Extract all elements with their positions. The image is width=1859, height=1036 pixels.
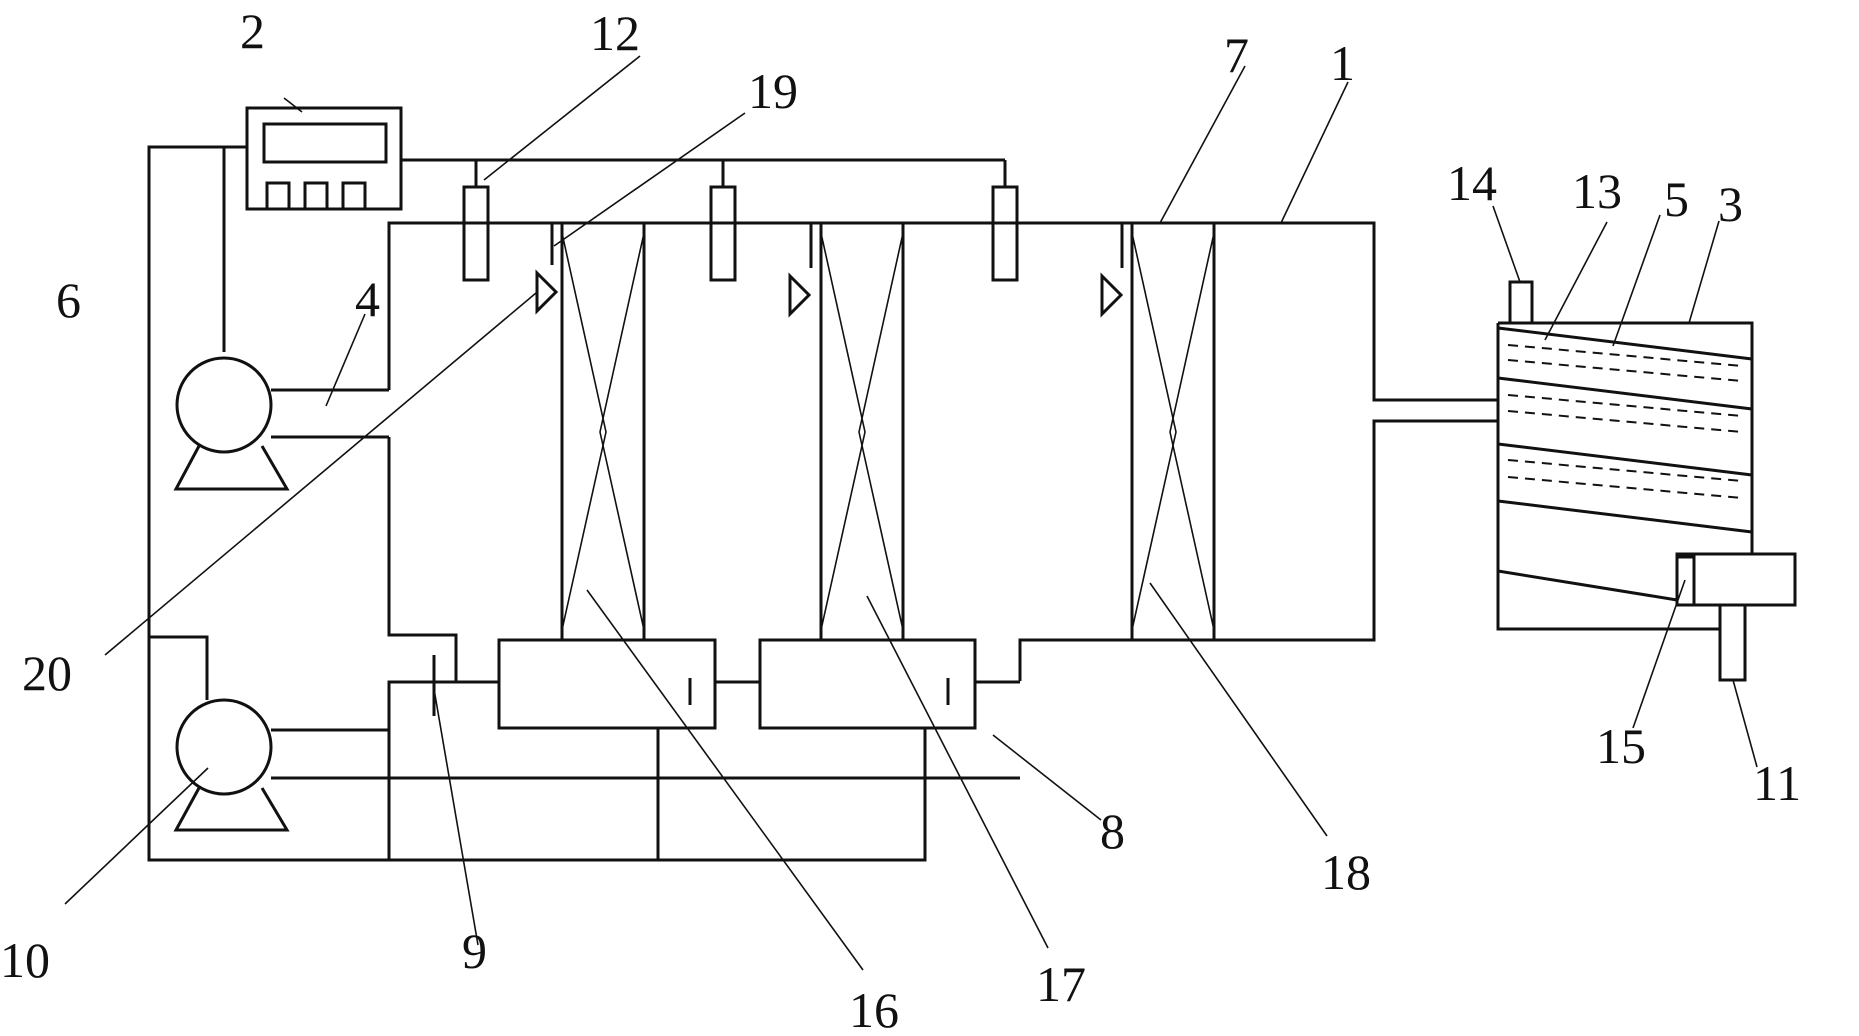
label-3: 3 — [1718, 176, 1743, 232]
callout-labels: 1 2 3 4 5 6 7 8 9 10 11 12 13 14 15 16 1… — [0, 3, 1801, 1036]
controller-box — [245, 106, 403, 211]
label-5: 5 — [1664, 171, 1689, 227]
label-20: 20 — [22, 645, 72, 701]
inlet-pump — [173, 356, 290, 491]
label-16: 16 — [849, 982, 899, 1036]
label-11: 11 — [1753, 755, 1801, 811]
label-1: 1 — [1330, 35, 1355, 91]
label-8: 8 — [1100, 803, 1125, 859]
label-9: 9 — [462, 923, 487, 979]
settling-tank — [1496, 280, 1797, 682]
label-14: 14 — [1447, 155, 1497, 211]
label-19: 19 — [748, 63, 798, 119]
label-7: 7 — [1224, 27, 1249, 83]
label-15: 15 — [1596, 718, 1646, 774]
label-12: 12 — [590, 5, 640, 61]
main-tank — [387, 221, 1498, 682]
membrane-module-3 — [1100, 223, 1216, 640]
label-13: 13 — [1572, 163, 1622, 219]
label-2: 2 — [240, 3, 265, 59]
sensor-probes — [462, 185, 1019, 282]
label-17: 17 — [1036, 956, 1086, 1012]
membrane-module-2 — [788, 223, 905, 640]
sludge-pump — [149, 635, 1020, 832]
label-10: 10 — [0, 932, 50, 988]
label-18: 18 — [1321, 844, 1371, 900]
label-6: 6 — [56, 272, 81, 328]
membrane-module-1 — [535, 223, 646, 640]
label-4: 4 — [355, 271, 380, 327]
control-wiring — [147, 145, 1007, 862]
inlet-pipe — [271, 388, 389, 439]
leader-lines — [64, 55, 1758, 971]
